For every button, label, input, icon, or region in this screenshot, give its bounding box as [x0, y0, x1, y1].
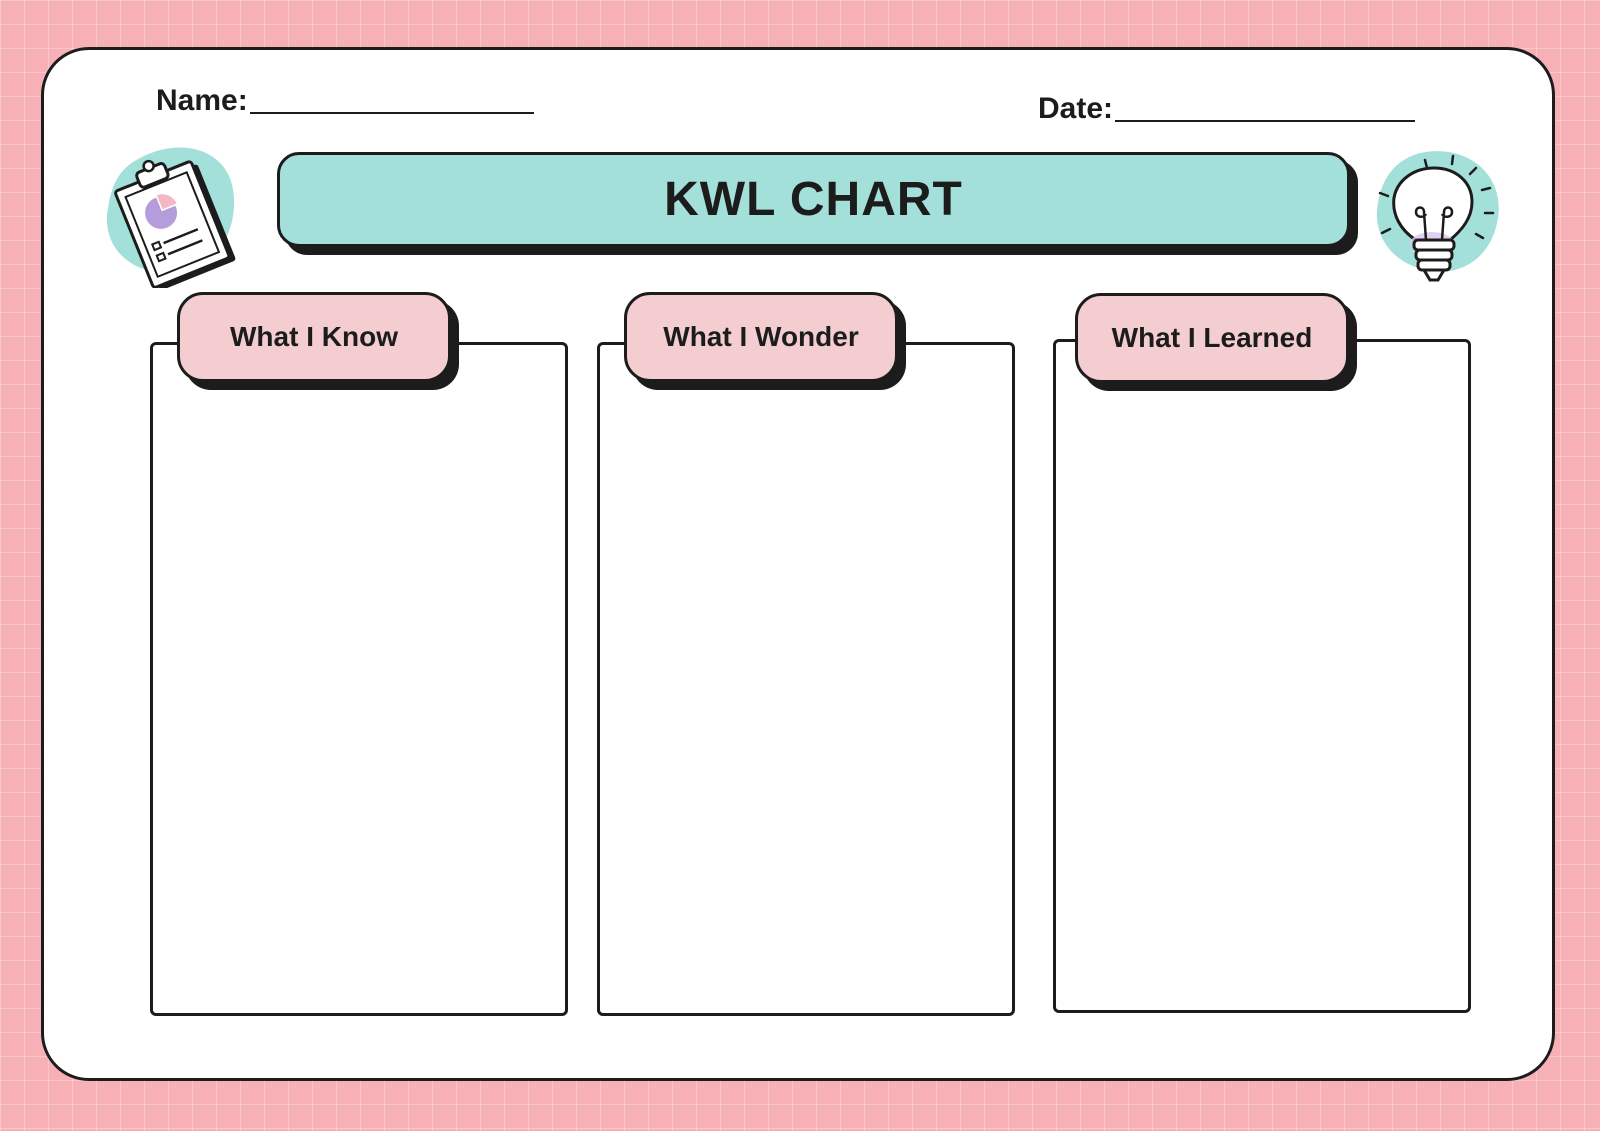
date-field[interactable]: Date: [1038, 92, 1416, 126]
lightbulb-icon [1376, 151, 1499, 282]
date-label: Date: [1038, 92, 1114, 125]
know-column-label: What I Know [230, 321, 398, 352]
clipboard-chart-icon [106, 147, 236, 288]
wonder-column-header: What I Wonder [624, 292, 898, 382]
wonder-column-label: What I Wonder [663, 321, 859, 352]
know-column-box[interactable] [150, 342, 568, 1016]
name-blank-line[interactable] [249, 111, 534, 114]
name-field[interactable]: Name: [156, 84, 534, 118]
date-blank-line[interactable] [1115, 119, 1416, 122]
wonder-column-box[interactable] [597, 342, 1015, 1016]
title-banner: KWL CHART [277, 152, 1350, 247]
learned-column-box[interactable] [1053, 339, 1471, 1013]
know-column-header: What I Know [177, 292, 451, 382]
name-label: Name: [156, 84, 248, 117]
learned-column-label: What I Learned [1111, 322, 1313, 353]
page-title: KWL CHART [664, 173, 963, 226]
learned-column-header: What I Learned [1075, 293, 1349, 383]
